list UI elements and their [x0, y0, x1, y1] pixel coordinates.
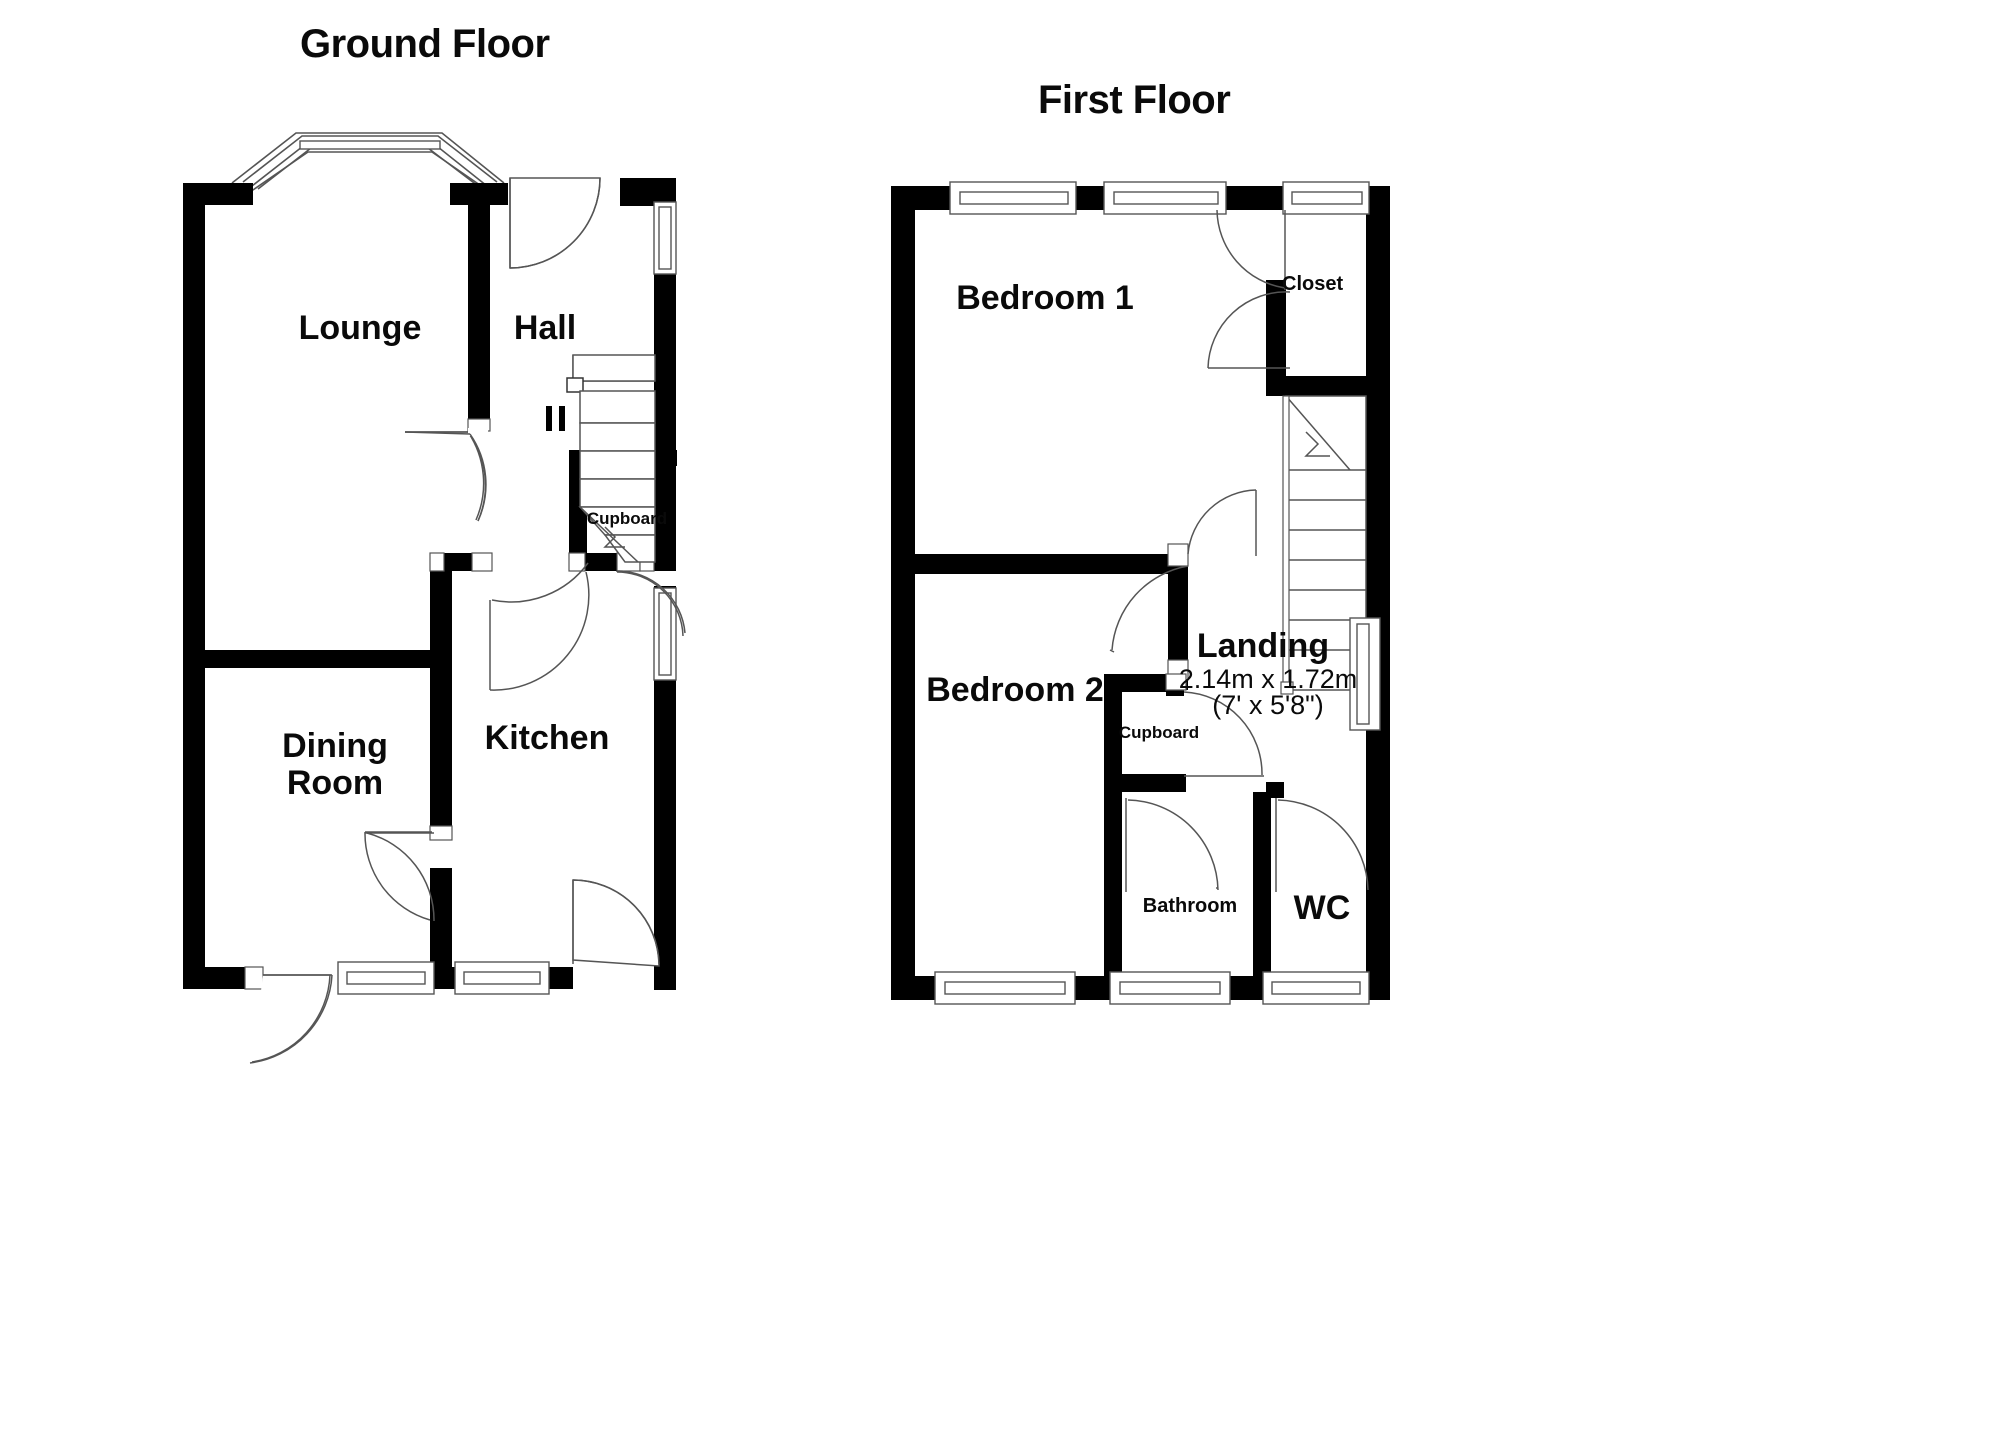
first-floor-walls: [891, 186, 1390, 1000]
dining-room-line-1: Dining: [282, 727, 388, 765]
ground-floor-plan: [183, 132, 686, 1064]
room-label-hall: Hall: [513, 309, 577, 347]
room-label-dining-room: Dining Room: [240, 728, 430, 801]
room-label-wc: WC: [1293, 889, 1351, 927]
room-label-bathroom: Bathroom: [1142, 895, 1238, 917]
dining-room-line-2: Room: [286, 763, 384, 802]
room-label-cupboard-ground: Cupboard: [586, 509, 668, 528]
room-label-bedroom-2: Bedroom 2: [926, 671, 1104, 709]
room-label-closet: Closet: [1282, 273, 1344, 295]
first-floor-plan: [891, 181, 1390, 1005]
ground-floor-door-leaves: [263, 178, 618, 976]
first-floor-windows: [934, 181, 1381, 1005]
landing-dimension-imperial: (7' x 5'8"): [1212, 690, 1324, 720]
room-label-lounge: Lounge: [298, 309, 422, 347]
ground-floor-title: Ground Floor: [300, 22, 550, 66]
room-label-bedroom-1: Bedroom 1: [956, 279, 1134, 317]
stair-direction-marks: [546, 406, 565, 431]
first-floor-title: First Floor: [1038, 78, 1231, 122]
room-label-landing: Landing: [1196, 627, 1330, 665]
landing-dimension-metric: 2.14m x 1.72m: [1178, 664, 1358, 694]
staircase-first: [1280, 395, 1367, 695]
staircase-ground: [566, 354, 656, 563]
first-floor-door-jambs: [1165, 543, 1189, 691]
first-floor-door-leaves: [1109, 210, 1290, 892]
room-label-kitchen: Kitchen: [484, 719, 610, 757]
ground-floor-walls: [183, 178, 677, 990]
bay-window-ground: [231, 132, 505, 193]
first-floor-door-arcs: [1111, 209, 1369, 891]
ground-floor-door-arcs: [249, 177, 684, 1064]
room-label-cupboard-first: Cupboard: [1118, 723, 1200, 742]
